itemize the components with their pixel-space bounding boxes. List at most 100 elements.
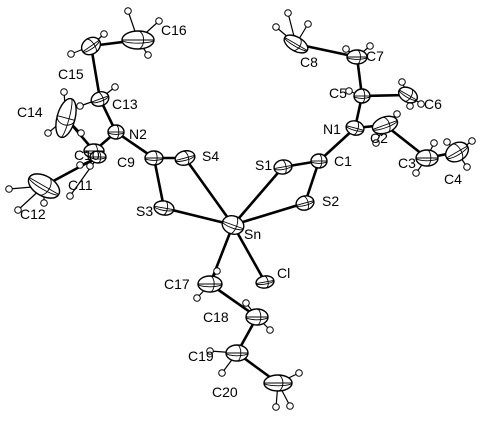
atom-c2-ellipsoid bbox=[371, 115, 399, 135]
atom-label-c14: C14 bbox=[17, 104, 43, 120]
atom-label-c1: C1 bbox=[334, 153, 352, 169]
hydrogen-atom bbox=[393, 110, 401, 118]
hydrogen-atom bbox=[218, 369, 226, 377]
bond-sn-cl bbox=[231, 223, 267, 284]
atom-label-c8: C8 bbox=[300, 54, 318, 70]
atom-c19-ellipsoid bbox=[225, 344, 249, 362]
bond-s3-c9 bbox=[152, 156, 166, 210]
hydrogen-atom bbox=[124, 7, 132, 15]
atom-label-n1: N1 bbox=[323, 121, 341, 137]
hydrogen-atom bbox=[86, 162, 94, 170]
atom-label-c19: C19 bbox=[188, 348, 214, 364]
hydrogen-atom bbox=[14, 206, 22, 214]
hydrogen-atom bbox=[76, 161, 84, 169]
hydrogen-atom bbox=[155, 17, 163, 25]
atom-c13-ellipsoid bbox=[90, 91, 110, 107]
bond-sn-c17 bbox=[208, 223, 235, 286]
atom-c14-ellipsoid bbox=[55, 97, 77, 139]
hydrogen-atom bbox=[66, 192, 74, 200]
atom-label-c12: C12 bbox=[20, 206, 46, 222]
atom-c5-ellipsoid bbox=[353, 88, 371, 104]
atom-c9-ellipsoid bbox=[144, 150, 164, 166]
hydrogen-atom bbox=[366, 42, 374, 50]
hydrogen-atom bbox=[193, 294, 201, 302]
atom-label-c9: C9 bbox=[117, 154, 135, 170]
hydrogen-atom bbox=[242, 299, 250, 307]
bond-sn-s3 bbox=[162, 206, 235, 227]
atoms-layer bbox=[27, 30, 470, 392]
bond-sn-s1 bbox=[231, 165, 285, 227]
hydrogen-atom bbox=[111, 83, 119, 91]
atom-label-c13: C13 bbox=[112, 96, 138, 112]
atom-label-c18: C18 bbox=[203, 309, 229, 325]
hydrogen-atom bbox=[406, 102, 414, 110]
labels-layer: Sn Cl S1 S2 S3 S4 N1 N2 C1 C2 C3 C4 C5 C… bbox=[17, 22, 462, 400]
atom-label-c5: C5 bbox=[329, 85, 347, 101]
atom-label-c2: C2 bbox=[370, 130, 388, 146]
atom-label-sn: Sn bbox=[244, 226, 261, 242]
hydrogen-atom bbox=[295, 369, 303, 377]
hydrogen-atom bbox=[463, 163, 471, 171]
atom-c15-ellipsoid bbox=[80, 36, 102, 56]
atom-label-c4: C4 bbox=[444, 171, 462, 187]
atom-s1-ellipsoid bbox=[273, 159, 293, 175]
atom-s2-ellipsoid bbox=[295, 195, 315, 211]
hydrogen-atom bbox=[412, 169, 420, 177]
h-bond-c11 bbox=[69, 156, 99, 197]
atom-label-s2: S2 bbox=[322, 193, 339, 209]
hydrogen-atom bbox=[430, 139, 438, 147]
hydrogen-atom bbox=[468, 137, 476, 145]
atom-label-c17: C17 bbox=[164, 276, 190, 292]
hydrogen-atom bbox=[272, 403, 280, 411]
atom-label-c15: C15 bbox=[58, 66, 84, 82]
hydrogen-atom bbox=[286, 402, 294, 410]
atom-label-c16: C16 bbox=[161, 22, 187, 38]
hydrogen-atom bbox=[67, 50, 75, 58]
atom-label-n2: N2 bbox=[129, 126, 147, 142]
atom-n1-ellipsoid bbox=[345, 120, 365, 136]
hydrogen-atom bbox=[144, 51, 152, 59]
hydrogen-atom bbox=[304, 20, 312, 28]
atom-sn-ellipsoid bbox=[221, 215, 245, 235]
atom-label-c11: C11 bbox=[68, 177, 93, 193]
hydrogen-atoms-layer bbox=[5, 7, 476, 411]
atom-c12-ellipsoid bbox=[27, 173, 61, 199]
hydrogen-atom bbox=[345, 87, 353, 95]
atom-c1-ellipsoid bbox=[310, 153, 328, 169]
atom-c20-ellipsoid bbox=[263, 374, 293, 392]
hydrogen-atom bbox=[372, 139, 380, 147]
hydrogen-atom bbox=[213, 267, 221, 275]
bond-sn-s2 bbox=[231, 201, 307, 227]
atom-c18-ellipsoid bbox=[245, 308, 269, 326]
atom-c3-ellipsoid bbox=[415, 149, 439, 167]
atom-c7-ellipsoid bbox=[346, 49, 368, 65]
bonds-layer bbox=[42, 38, 459, 385]
atom-label-c10: C10 bbox=[74, 147, 100, 163]
atom-label-c6: C6 bbox=[424, 96, 442, 112]
bond-sn-s4 bbox=[183, 156, 235, 227]
hydrogen-atom bbox=[60, 88, 68, 96]
hydrogen-atom bbox=[100, 30, 108, 38]
hydrogen-atom bbox=[77, 129, 85, 137]
atom-s4-ellipsoid bbox=[174, 150, 196, 166]
atom-c17-ellipsoid bbox=[197, 275, 223, 293]
atom-label-c3: C3 bbox=[398, 155, 416, 171]
atom-label-cl: Cl bbox=[277, 265, 290, 281]
hydrogen-atom bbox=[266, 326, 274, 334]
hydrogen-atom bbox=[272, 23, 280, 31]
atom-c11-ellipsoid bbox=[89, 150, 107, 164]
atom-label-c20: C20 bbox=[212, 384, 238, 400]
atom-label-s3: S3 bbox=[136, 203, 153, 219]
atom-n2-ellipsoid bbox=[107, 124, 125, 140]
hydrogen-atom bbox=[44, 129, 52, 137]
atom-label-s4: S4 bbox=[202, 148, 219, 164]
hydrogen-atom bbox=[206, 347, 214, 355]
atom-c6-ellipsoid bbox=[397, 86, 419, 104]
hydrogen-atom bbox=[76, 102, 84, 110]
hydrogen-atom bbox=[5, 185, 13, 193]
hydrogen-atom bbox=[342, 45, 350, 53]
atom-s3-ellipsoid bbox=[153, 200, 175, 216]
atom-label-c7: C7 bbox=[366, 48, 384, 64]
atom-c8-ellipsoid bbox=[283, 34, 309, 54]
